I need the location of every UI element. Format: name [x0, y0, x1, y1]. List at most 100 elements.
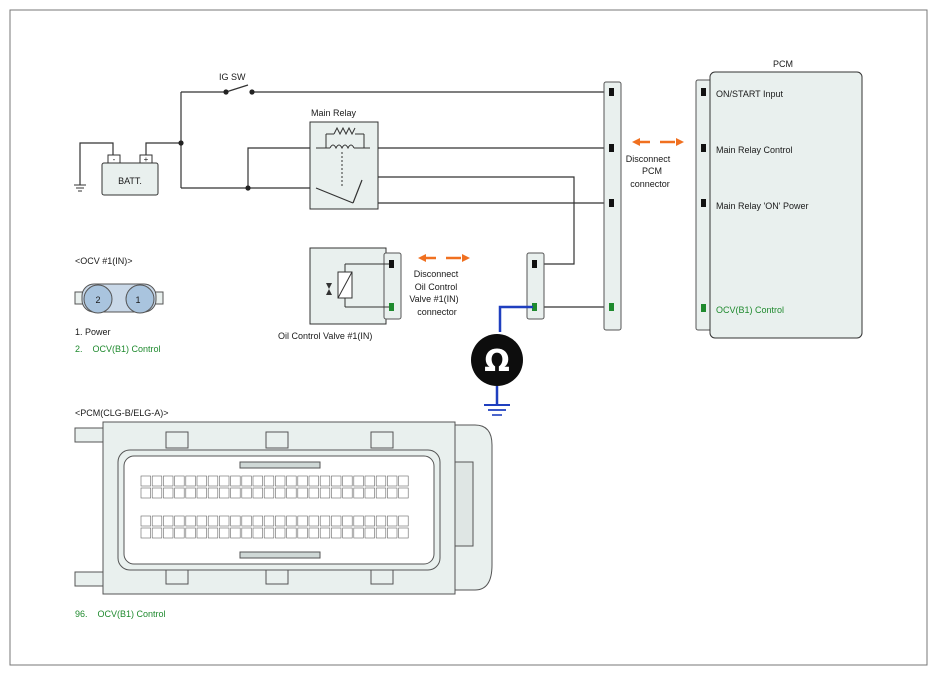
- pcm-pin-cell: [174, 527, 185, 539]
- pcm-pin-cell: [342, 487, 353, 499]
- pcm-pin-cell: [342, 515, 353, 527]
- wiring: [79, 84, 613, 308]
- pcm-pin-cell: [275, 515, 286, 527]
- pcm-pin-cell: [331, 527, 342, 539]
- ocv-connector-title: <OCV #1(IN)>: [75, 256, 133, 266]
- pcm-pin-cell: [241, 487, 252, 499]
- pcm-pin-main-relay-on-power: Main Relay 'ON' Power: [716, 201, 808, 211]
- pcm-pin-cell: [387, 487, 398, 499]
- pcm-pin-cell: [230, 487, 241, 499]
- battery-label: BATT.: [118, 176, 142, 186]
- pcm-pin-cell: [140, 475, 151, 487]
- pcm-pin-cell: [207, 487, 219, 499]
- pcm-pin-cell: [241, 515, 252, 527]
- pcm-pin-cell: [286, 527, 297, 539]
- pcm-pin-cell: [263, 487, 275, 499]
- pcm-pin-cell: [230, 475, 241, 487]
- pcm-pin-cell: [398, 475, 409, 487]
- disconnect-ocv-arrows: [418, 254, 470, 262]
- pcm-pin-cell: [263, 475, 275, 487]
- ocv-harness-connector: [526, 252, 545, 320]
- pcm-pin-cell: [140, 515, 151, 527]
- disconnect-pcm-line3: connector: [630, 179, 670, 189]
- pcm-pin-cell: [319, 527, 331, 539]
- pcm-pin-cell: [319, 515, 331, 527]
- pcm-pin-cell: [140, 487, 151, 499]
- pcm-pin-cell: [364, 487, 375, 499]
- ocv-pin-2-label: 2: [95, 295, 100, 305]
- pcm-pin-cell: [353, 487, 364, 499]
- pcm-connector-view: <PCM(CLG-B/ELG-A)>: [74, 408, 493, 595]
- pcm-pin-cell: [319, 487, 331, 499]
- ocv-name-label: Oil Control Valve #1(IN): [278, 331, 372, 341]
- pcm-pin-cell: [219, 475, 230, 487]
- pcm-pin-cell: [196, 527, 207, 539]
- pcm-pin-cell: [319, 475, 331, 487]
- pcm-module: PCM ON/START Input Main Relay Control Ma…: [695, 59, 863, 339]
- pcm-pin-cell: [297, 515, 308, 527]
- pcm-pin-cell: [275, 487, 286, 499]
- pcm-pin-cell: [342, 527, 353, 539]
- pcm-pin-cell: [286, 475, 297, 487]
- pcm-pin-cell: [364, 475, 375, 487]
- ocv-pin-1-label: 1: [135, 295, 140, 305]
- battery-minus-label: -: [113, 155, 116, 164]
- pcm-pin-cell: [185, 487, 196, 499]
- disconnect-pcm-arrows: [632, 138, 684, 146]
- pcm-pin-cell: [364, 527, 375, 539]
- pcm-pin-main-relay-control: Main Relay Control: [716, 145, 793, 155]
- pcm-pin-cell: [375, 515, 387, 527]
- pcm-connector-title: <PCM(CLG-B/ELG-A)>: [75, 408, 169, 418]
- pcm-pin-cell: [297, 487, 308, 499]
- pcm-pin-cell: [196, 475, 207, 487]
- pcm-pin-cell: [308, 487, 319, 499]
- disconnect-pcm-line1: Disconnect: [626, 154, 671, 164]
- pcm-pin-cell: [353, 527, 364, 539]
- pcm-pin-cell: [196, 487, 207, 499]
- pcm-pin-grid: [140, 475, 409, 539]
- disconnect-ocv-line3: Valve #1(IN): [409, 294, 458, 304]
- ocv-pin-1-desc: 1. Power: [75, 327, 111, 337]
- pcm-pin-cell: [297, 527, 308, 539]
- pcm-pin-cell: [163, 475, 174, 487]
- pcm-pin-cell: [398, 527, 409, 539]
- pcm-pin-cell: [219, 515, 230, 527]
- pcm-pin-cell: [241, 527, 252, 539]
- pcm-pin-cell: [286, 487, 297, 499]
- pcm-pin-96-note: 96. OCV(B1) Control: [75, 609, 166, 619]
- pcm-pin-cell: [252, 487, 263, 499]
- pcm-pin-cell: [331, 475, 342, 487]
- ocv-pin-2-desc: 2. OCV(B1) Control: [75, 344, 161, 354]
- diagram-frame: [9, 9, 928, 666]
- pcm-pin-cell: [219, 487, 230, 499]
- pcm-pin-cell: [286, 515, 297, 527]
- pcm-pin-cell: [342, 475, 353, 487]
- pcm-pin-cell: [375, 487, 387, 499]
- ohmmeter: Ω: [471, 305, 533, 416]
- pcm-pin-cell: [331, 487, 342, 499]
- disconnect-pcm-line2: PCM: [642, 166, 662, 176]
- pcm-pin-cell: [207, 475, 219, 487]
- pcm-pin-cell: [263, 515, 275, 527]
- pcm-pin-cell: [275, 527, 286, 539]
- pcm-pin-cell: [375, 475, 387, 487]
- ocv-connector-view: <OCV #1(IN)> 2 1 1. Power 2. OCV(B1) Con…: [74, 256, 164, 354]
- pcm-pin-cell: [151, 475, 163, 487]
- disconnect-ocv-line1: Disconnect: [414, 269, 459, 279]
- pcm-pin-cell: [387, 527, 398, 539]
- pcm-pin-cell: [174, 475, 185, 487]
- battery: - + BATT.: [101, 154, 159, 196]
- pcm-pin-cell: [185, 515, 196, 527]
- pcm-pin-cell: [308, 475, 319, 487]
- pcm-pin-cell: [219, 527, 230, 539]
- pcm-pin-cell: [185, 475, 196, 487]
- pcm-pin-cell: [353, 475, 364, 487]
- pcm-pin-cell: [364, 515, 375, 527]
- pcm-pin-cell: [353, 515, 364, 527]
- pcm-pin-cell: [331, 515, 342, 527]
- pcm-pin-cell: [151, 527, 163, 539]
- disconnect-ocv-line4: connector: [417, 307, 457, 317]
- pcm-pin-cell: [308, 515, 319, 527]
- pcm-pin-cell: [163, 515, 174, 527]
- pcm-pin-cell: [252, 475, 263, 487]
